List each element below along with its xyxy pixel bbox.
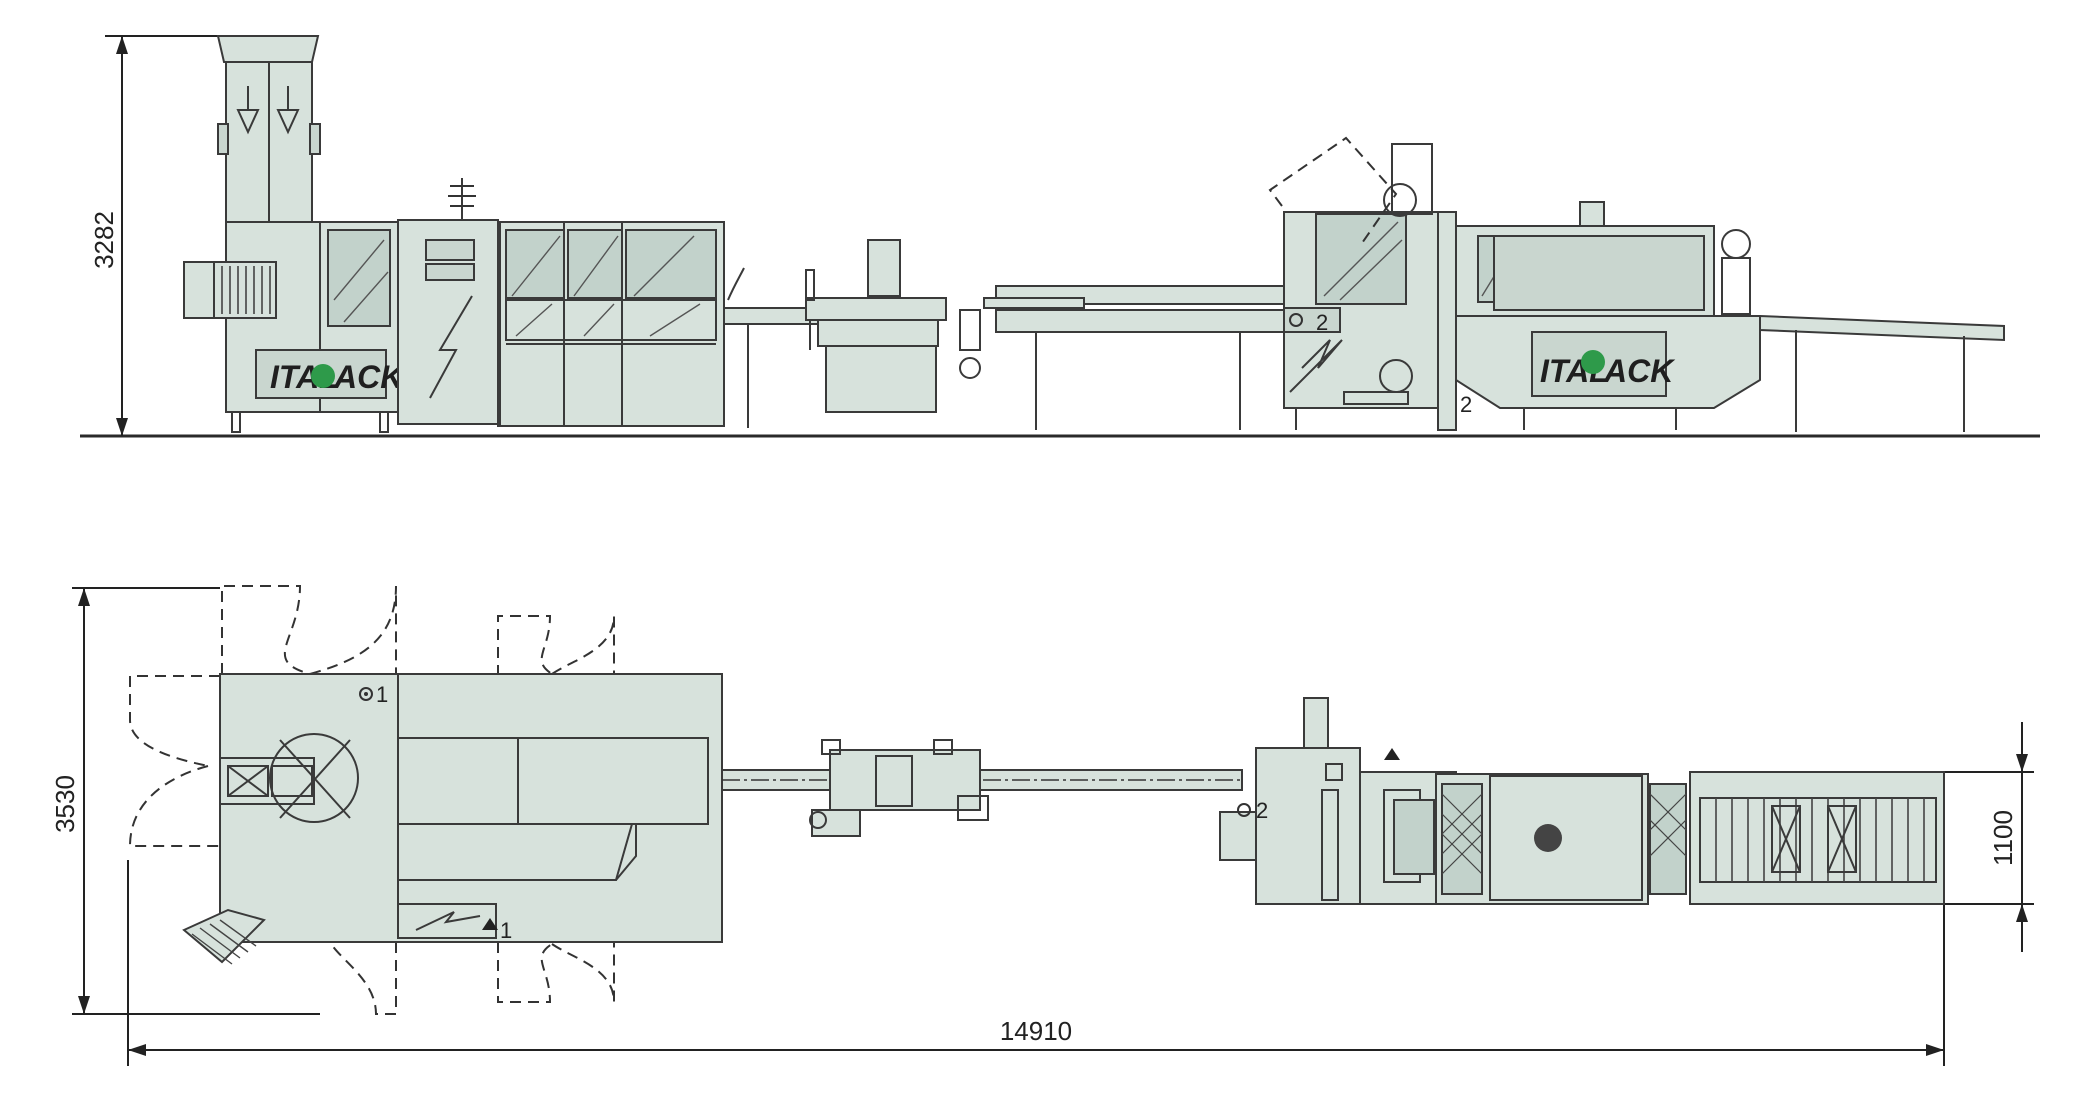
- length-dimension: 14910: [127, 860, 1945, 1066]
- long-conveyor-side: [983, 285, 1317, 430]
- width-dimension-label: 1100: [1988, 810, 2018, 866]
- logo-right-2: ACK: [1603, 353, 1676, 389]
- case-erector-side: ITAL ACK: [183, 35, 406, 433]
- height-dimension: 3282: [89, 35, 300, 436]
- marker-1-top: 1: [376, 682, 388, 707]
- marker-2-bottom: 2: [1460, 392, 1472, 417]
- shrink-wrapper-side: 2 2: [1268, 136, 1472, 417]
- depth-dimension: 3530: [50, 587, 320, 1015]
- exit-conveyor-plan: [1689, 771, 1945, 905]
- exit-conveyor-side: [1759, 314, 2005, 432]
- depth-dimension-label: 3530: [50, 775, 80, 833]
- shrink-tunnel-side: ITAL ACK: [1437, 201, 1761, 431]
- height-dimension-label: 3282: [89, 211, 119, 269]
- marker-2-top: 2: [1316, 310, 1328, 335]
- plan-view: 3530 14910 1100: [50, 585, 2034, 1066]
- transfer-conveyor-side: [723, 239, 981, 428]
- length-dimension-label: 14910: [1000, 1016, 1072, 1046]
- width-dimension: 1100: [1944, 722, 2034, 952]
- central-conveyor-plan: [721, 739, 1243, 837]
- erector-packer-plan: 1 1: [182, 673, 723, 965]
- door-swings: [128, 585, 615, 1015]
- side-elevation: 3282: [80, 35, 2040, 438]
- shrink-tunnel-plan: [1359, 771, 1687, 905]
- shrink-wrapper-plan: 2: [1219, 697, 1400, 905]
- electrical-cabinet-side: [397, 178, 499, 425]
- logo-right-1: ACK: [333, 359, 406, 395]
- marker-2-plan: 2: [1256, 798, 1268, 823]
- marker-1-bottom: 1: [500, 918, 512, 943]
- packing-section-side: [497, 221, 725, 427]
